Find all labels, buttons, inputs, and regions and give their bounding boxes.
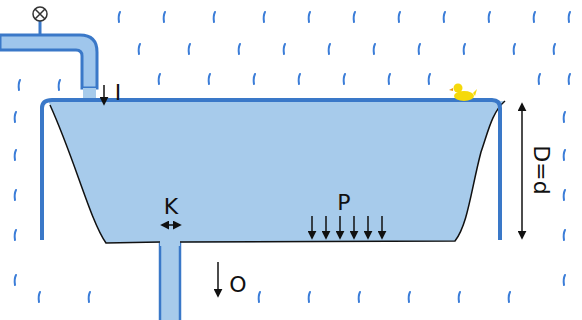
rain-drop (254, 74, 255, 84)
rain-drop (164, 12, 165, 22)
rain-drop (374, 44, 375, 54)
rain-drop (564, 112, 565, 122)
rain-drop (409, 292, 410, 302)
rain-drop (139, 44, 140, 54)
outflow-arrow (217, 262, 219, 296)
rain-drop (15, 112, 16, 122)
rain-drop (299, 74, 300, 84)
drain-wall (179, 242, 182, 320)
rain-drop (534, 12, 535, 22)
valve-cross (35, 9, 45, 19)
tub-rim (42, 100, 500, 240)
inflow-label: I (115, 82, 122, 104)
rain-drop (359, 292, 360, 302)
rain-drop (569, 12, 570, 22)
valve-handle (33, 7, 47, 21)
rain-drop (539, 74, 540, 84)
pressure-arrows (312, 216, 382, 238)
rain-drop (15, 230, 16, 240)
rain-drop (419, 44, 420, 54)
rain-drop (284, 44, 285, 54)
rain-drop (39, 292, 40, 302)
rain-drop (554, 44, 555, 54)
rain-drop (19, 80, 20, 90)
faucet (0, 35, 97, 88)
rain-drop (189, 44, 190, 54)
water-body (48, 101, 505, 243)
drain-wall (159, 242, 162, 320)
rain-drop (239, 44, 240, 54)
rain-drop (15, 150, 16, 160)
water-body (48, 101, 505, 243)
rain-drop (15, 190, 16, 200)
rain-drop (89, 292, 90, 302)
rain-drop (444, 12, 445, 22)
width-arrow (162, 224, 180, 226)
rain-drop (159, 74, 160, 84)
valve-stem (39, 21, 42, 35)
rain-drop (489, 12, 490, 22)
rain-drop (564, 150, 565, 160)
rain-drop (459, 292, 460, 302)
rain-drop (209, 74, 210, 84)
rain-drop (309, 12, 310, 22)
rain-drop (214, 12, 215, 22)
rain-drop (15, 275, 16, 285)
rain-drop (344, 74, 345, 84)
outflow-label: O (229, 274, 246, 296)
rain-drop (389, 74, 390, 84)
rain-drop (514, 44, 515, 54)
inflow-arrow (103, 85, 105, 104)
rain-drop (59, 80, 60, 90)
rain-drop (119, 12, 120, 22)
rain-drop (569, 74, 570, 84)
depth-label: D=d (530, 145, 552, 194)
rain-drop (354, 12, 355, 22)
depth-arrow (521, 104, 523, 238)
rubber-duck (449, 84, 477, 102)
rain-drop (309, 292, 310, 302)
rain-drop (329, 44, 330, 54)
rain-drop (429, 74, 430, 84)
tub-outline (50, 101, 505, 243)
pressure-label: P (337, 192, 350, 214)
rain-drop (564, 275, 565, 285)
rain-drop (564, 230, 565, 240)
rain-drop (264, 12, 265, 22)
rain-drop (464, 44, 465, 54)
rain-drop (564, 190, 565, 200)
width-label: K (164, 196, 178, 218)
rain-drop (399, 12, 400, 22)
drain-pipe (160, 240, 180, 320)
drain-opening (160, 238, 180, 246)
rain-drop (259, 292, 260, 302)
rain-drop (509, 292, 510, 302)
